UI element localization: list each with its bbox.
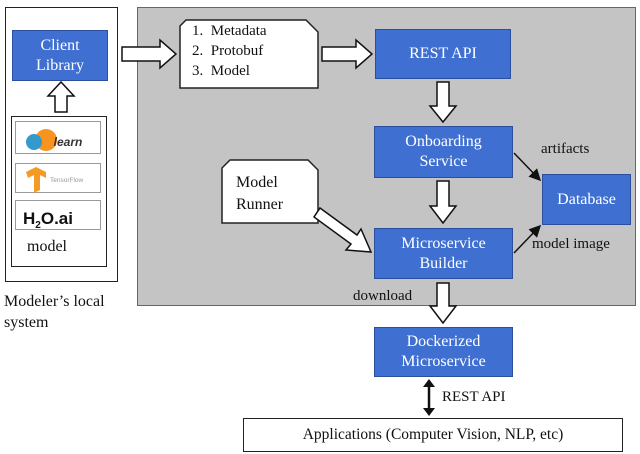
- model-to-client-arrow: [46, 80, 76, 113]
- sklearn-logo-text: learn: [54, 135, 83, 149]
- metadata-document-shape: [179, 19, 319, 89]
- model-label: model: [27, 238, 67, 255]
- database-box: Database: [542, 174, 631, 225]
- model-runner-label: Model Runner: [236, 174, 284, 213]
- h2o-logo-h: H: [23, 209, 35, 228]
- download-label: download: [353, 288, 413, 304]
- onboarding-to-builder-arrow: [428, 180, 458, 225]
- dockerized-microservice-box: Dockerized Microservice: [374, 327, 513, 377]
- client-to-metadata-arrow: [121, 38, 178, 70]
- h2o-logo-2: 2: [35, 220, 41, 231]
- model-image-arrow: [513, 224, 542, 254]
- h2o-logo: H2O.ai: [15, 200, 101, 231]
- artifacts-label: artifacts: [541, 141, 590, 157]
- metadata-to-restapi-arrow: [321, 38, 374, 70]
- client-library-box: Client Library: [12, 30, 108, 81]
- h2o-logo-icon: H2O.ai: [23, 209, 73, 231]
- applications-box: Applications (Computer Vision, NLP, etc): [243, 418, 623, 452]
- rest-api-box: REST API: [375, 29, 511, 79]
- builder-to-dockerized-arrow: [428, 282, 458, 325]
- model-image-label: model image: [532, 236, 610, 252]
- modeler-local-system-label: Modeler’s local system: [4, 293, 105, 331]
- runner-to-builder-arrow: [312, 206, 373, 253]
- sklearn-logo-icon: learn: [26, 129, 83, 151]
- microservice-builder-box: Microservice Builder: [374, 228, 513, 279]
- restapi-to-onboarding-arrow: [428, 81, 458, 124]
- tensorflow-logo-text: TensorFlow: [50, 177, 84, 184]
- artifacts-arrow: [513, 152, 542, 182]
- model-item: 3. Model: [192, 63, 250, 79]
- metadata-list: 1. Metadata 2. Protobuf 3. Model: [192, 21, 267, 81]
- sklearn-logo: learn: [15, 121, 101, 154]
- h2o-logo-suffix: O.ai: [41, 209, 73, 228]
- tensorflow-logo-icon: TensorFlow: [26, 167, 84, 193]
- onboarding-service-box: Onboarding Service: [374, 126, 513, 178]
- svg-text:H2O.ai: H2O.ai: [23, 209, 73, 231]
- model-runner-document-shape: [221, 159, 319, 224]
- metadata-item: 1. Metadata: [192, 23, 267, 39]
- tensorflow-logo: TensorFlow: [15, 163, 101, 193]
- protobuf-item: 2. Protobuf: [192, 43, 264, 59]
- rest-api-link-label: REST API: [442, 389, 506, 405]
